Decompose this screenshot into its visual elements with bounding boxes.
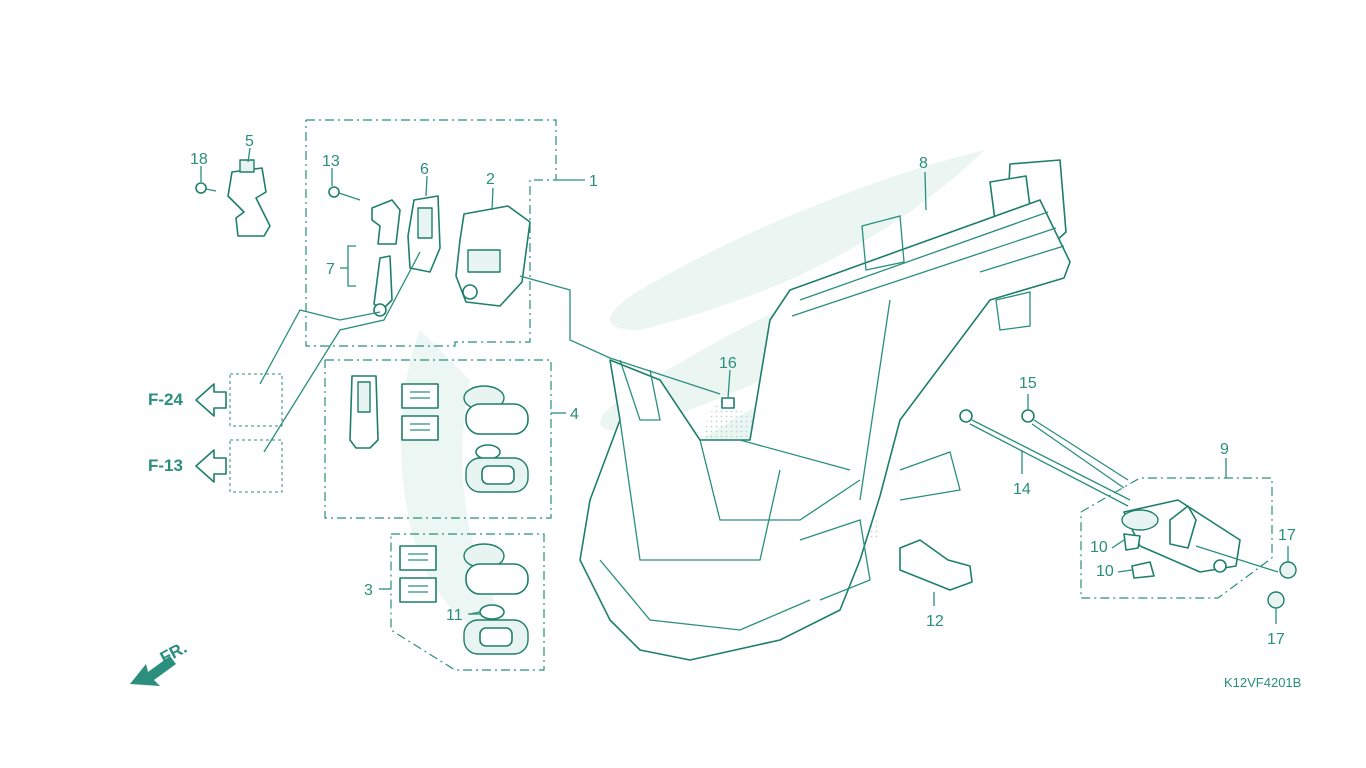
part-12-plate: [899, 539, 973, 606]
callout-4[interactable]: 4: [570, 406, 579, 423]
callout-17b[interactable]: 17: [1267, 631, 1285, 648]
group-box-9: [1080, 458, 1273, 599]
leader-2-to-frame: [519, 275, 721, 395]
arrow-f24-icon: [195, 383, 227, 417]
part-17-nut-a: [1279, 546, 1297, 579]
callout-13[interactable]: 13: [322, 153, 340, 170]
callout-11[interactable]: 11: [446, 607, 463, 624]
part-8-frame: [579, 159, 1071, 661]
callout-3[interactable]: 3: [364, 582, 373, 599]
part-13-screw: [328, 168, 361, 201]
callout-7[interactable]: 7: [326, 261, 335, 278]
group-box-1: [305, 119, 585, 347]
arrow-f13-icon: [195, 449, 227, 483]
part-18-screw: [195, 166, 217, 194]
part-5-bracket: [227, 147, 271, 237]
callout-17a[interactable]: 17: [1278, 527, 1296, 544]
callout-14[interactable]: 14: [1013, 481, 1031, 498]
part-4-key-set: [349, 375, 529, 493]
diagram-code: K12VF4201B: [1224, 675, 1301, 690]
part-3-key-set: [399, 543, 529, 655]
callout-10a[interactable]: 10: [1090, 539, 1108, 556]
part-16-bolt: [721, 397, 735, 409]
callout-5[interactable]: 5: [245, 133, 254, 150]
group-box-4: [324, 359, 566, 519]
callout-16[interactable]: 16: [719, 355, 737, 372]
callout-6[interactable]: 6: [420, 161, 429, 178]
wire-f24: [259, 309, 381, 385]
ref-box-f24: [229, 373, 283, 427]
callout-9[interactable]: 9: [1220, 441, 1229, 458]
part-17-nut-b: [1267, 591, 1285, 624]
callout-12[interactable]: 12: [926, 613, 944, 630]
callout-18[interactable]: 18: [190, 151, 208, 168]
callout-2[interactable]: 2: [486, 171, 495, 188]
callout-15[interactable]: 15: [1019, 375, 1037, 392]
callout-10b[interactable]: 10: [1096, 563, 1114, 580]
part-6-switch: [407, 175, 441, 273]
group-box-3: [379, 533, 545, 671]
wire-f13: [263, 251, 421, 453]
ref-label-f24[interactable]: F-24: [148, 390, 184, 409]
front-arrow-icon: [130, 656, 176, 686]
ref-label-f13[interactable]: F-13: [148, 456, 183, 475]
ref-box-f13: [229, 439, 283, 493]
part-2-ignition-unit: [455, 187, 531, 307]
part-9-assembly: [1121, 499, 1279, 579]
part-15-bolt: [1021, 394, 1129, 489]
callout-8[interactable]: 8: [919, 155, 928, 172]
part-14-bolt: [959, 409, 1131, 507]
part-7-bracket: [340, 199, 401, 317]
callout-1[interactable]: 1: [589, 173, 598, 190]
